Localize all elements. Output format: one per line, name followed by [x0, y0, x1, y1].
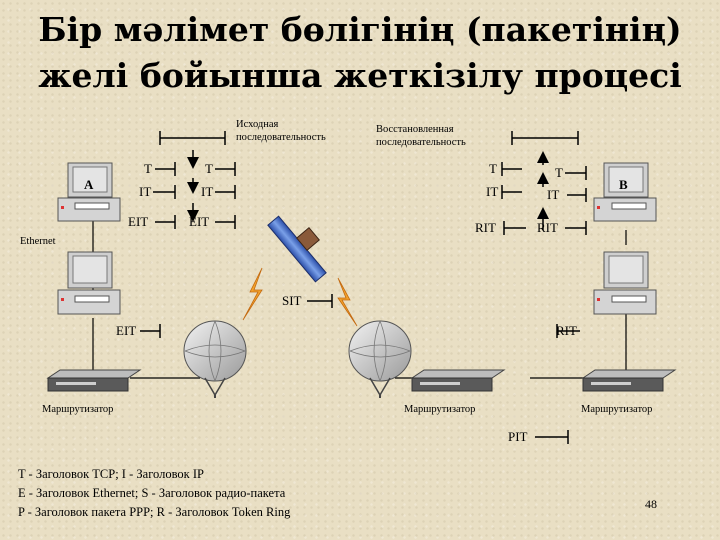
source-seq-bracket	[159, 131, 226, 145]
packet-left-it: IT	[139, 184, 152, 199]
packet-sit: SIT	[282, 293, 302, 308]
packet-rit-bottom: RIT	[556, 323, 577, 338]
packet-left-eit: EIT	[128, 214, 149, 229]
left-packet-brackets	[153, 150, 236, 229]
source-seq-label: Исходная последовательность	[236, 119, 326, 143]
router-1-icon	[46, 369, 142, 392]
router-2-icon	[410, 369, 506, 392]
packet-left-t: T	[144, 161, 152, 176]
title-line-1: Бір мәлімет бөлігінің (пакетінің)	[38, 10, 682, 49]
packet-right2-it: IT	[547, 187, 560, 202]
packet-eit-bottom: EIT	[116, 323, 137, 338]
ethernet-label: Ethernet	[20, 236, 56, 247]
packet-left2-it: IT	[201, 184, 214, 199]
satellite-icon	[267, 215, 327, 283]
radio-link-left-icon	[242, 267, 263, 321]
computer-a-icon	[57, 162, 121, 222]
packet-right2-rit: RIT	[537, 220, 558, 235]
transit-brackets	[140, 294, 580, 444]
slide-number: 48	[645, 497, 657, 511]
host-a-label: A	[84, 177, 94, 192]
radio-link-right-icon	[337, 277, 358, 327]
router-3-icon	[581, 369, 677, 392]
packet-right-it: IT	[486, 184, 499, 199]
legend: T - Заголовок TCP; I - Заголовок IP E - …	[18, 465, 290, 522]
satellite-dish-right-icon	[348, 320, 412, 398]
computer-left-2-icon	[57, 251, 121, 315]
router-2-label: Маршрутизатор	[404, 404, 476, 415]
satellite-dish-left-icon	[183, 320, 247, 398]
router-1-label: Маршрутизатор	[42, 404, 114, 415]
right-packet-brackets	[501, 151, 587, 235]
router-3-label: Маршрутизатор	[581, 404, 653, 415]
legend-line-1: T - Заголовок TCP; I - Заголовок IP	[18, 467, 204, 481]
computer-right-2-icon	[593, 251, 657, 315]
packet-pit: PIT	[508, 429, 528, 444]
packet-left2-t: T	[205, 161, 213, 176]
host-b-label: B	[619, 177, 628, 192]
restored-seq-bracket	[511, 131, 579, 145]
computer-b-icon	[593, 162, 657, 222]
legend-line-2: E - Заголовок Ethernet; S - Заголовок ра…	[18, 486, 286, 500]
title-line-2: желі бойынша жеткізілу процесі	[38, 56, 682, 95]
packet-right-t: T	[489, 161, 497, 176]
legend-line-3: P - Заголовок пакета PPP; R - Заголовок …	[18, 505, 291, 519]
packet-right-rit: RIT	[475, 220, 496, 235]
packet-left2-eit: EIT	[189, 214, 210, 229]
packet-right2-t: T	[555, 165, 563, 180]
restored-seq-label: Восстановленная последовательность	[376, 124, 466, 148]
